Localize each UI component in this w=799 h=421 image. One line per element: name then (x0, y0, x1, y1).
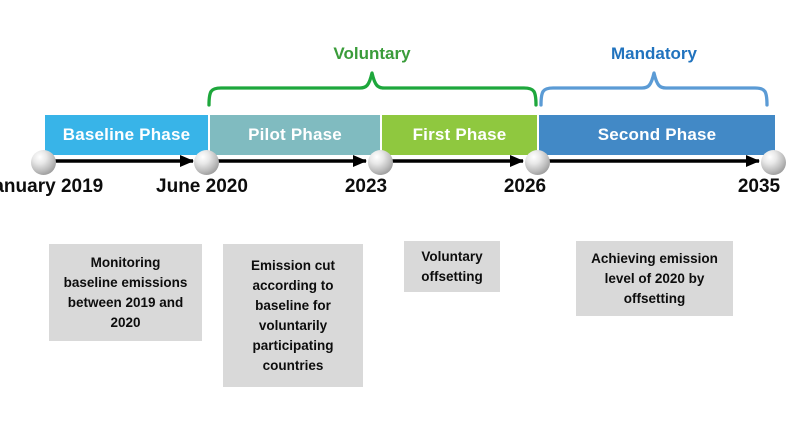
milestone-label-2026: 2026 (460, 176, 590, 198)
phase-bar-pilot: Pilot Phase (210, 115, 380, 155)
phase-label-pilot: Pilot Phase (248, 125, 342, 144)
note-line: 2020 (110, 314, 141, 330)
milestone-sphere-jan-2019 (31, 150, 56, 175)
milestone-label-2035: 2035 (694, 176, 799, 198)
note-box-pilot-emission-cut: Emission cut according to baseline for v… (223, 244, 363, 387)
note-line: offsetting (623, 290, 686, 306)
milestone-sphere-2035 (761, 150, 786, 175)
note-line: voluntarily (258, 317, 328, 333)
mandatory-brace (539, 71, 769, 107)
note-box-voluntary-offsetting: Voluntary offsetting (404, 241, 500, 292)
milestone-line: 2026 (503, 176, 547, 197)
milestone-line: 2019 (60, 176, 104, 197)
milestone-label-jan-2019: January 2019 (0, 176, 108, 198)
milestone-line: 2023 (344, 176, 388, 197)
note-line: Achieving emission (591, 250, 718, 266)
voluntary-label: Voluntary (333, 44, 411, 63)
note-line: according to (252, 277, 334, 293)
milestone-line: January (0, 176, 56, 197)
note-line: baseline for (255, 297, 331, 313)
note-line: Voluntary (421, 248, 483, 264)
note-line: offsetting (421, 268, 483, 284)
note-line: participating (252, 337, 334, 353)
note-line: Monitoring (90, 254, 161, 270)
note-box-achieving-2020-level: Achieving emission level of 2020 by offs… (576, 241, 733, 316)
note-line: between 2019 and (67, 294, 184, 310)
milestone-line: 2035 (737, 176, 781, 197)
milestone-sphere-2023 (368, 150, 393, 175)
note-line: Emission cut (250, 257, 336, 273)
phase-label-baseline: Baseline Phase (62, 125, 191, 144)
phase-label-second: Second Phase (597, 125, 717, 144)
phase-bar-second: Second Phase (539, 115, 775, 155)
milestone-line: 2020 (205, 176, 248, 197)
milestone-sphere-2026 (525, 150, 550, 175)
note-line: countries (262, 357, 324, 373)
milestone-sphere-june-2020 (194, 150, 219, 175)
phase-bar-first: First Phase (382, 115, 537, 155)
note-box-baseline-monitoring: Monitoring baseline emissions between 20… (49, 244, 202, 341)
note-line: baseline emissions (63, 274, 188, 290)
milestone-label-2023: 2023 (301, 176, 431, 198)
voluntary-brace (207, 71, 538, 107)
mandatory-label: Mandatory (611, 44, 697, 63)
note-line: level of 2020 by (604, 270, 705, 286)
phase-label-first: First Phase (412, 125, 507, 144)
milestone-line: June (156, 176, 201, 197)
milestone-label-june-2020: June 2020 (137, 176, 267, 198)
phase-bar-baseline: Baseline Phase (45, 115, 208, 155)
